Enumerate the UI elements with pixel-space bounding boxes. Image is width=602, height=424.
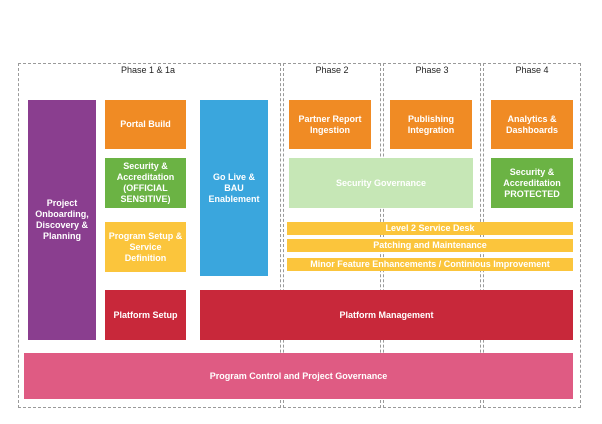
security-official-box: Security & Accreditation (OFFICIAL SENSI… [105, 158, 186, 208]
phase-3-header: Phase 3 [415, 65, 449, 75]
patching-bar: Patching and Maintenance [287, 239, 573, 252]
phase-divider-1b [283, 63, 284, 408]
go-live-box: Go Live & BAU Enablement [200, 100, 268, 276]
service-desk-bar: Level 2 Service Desk [287, 222, 573, 235]
onboarding-box: Project Onboarding, Discovery & Planning [28, 100, 96, 340]
phase-divider-2 [380, 63, 381, 408]
phase-2-header: Phase 2 [315, 65, 349, 75]
minor-features-bar: Minor Feature Enhancements / Continious … [287, 258, 573, 271]
publishing-box: Publishing Integration [390, 100, 472, 149]
program-setup-box: Program Setup & Service Definition [105, 222, 186, 272]
analytics-box: Analytics & Dashboards [491, 100, 573, 149]
phase-divider-3 [480, 63, 481, 408]
platform-setup-box: Platform Setup [105, 290, 186, 340]
phase-1-header: Phase 1 & 1a [120, 65, 176, 75]
partner-report-box: Partner Report Ingestion [289, 100, 371, 149]
diagram-frame [18, 63, 581, 408]
security-protected-box: Security & Accreditation PROTECTED [491, 158, 573, 208]
platform-management-box: Platform Management [200, 290, 573, 340]
phase-divider-2b [383, 63, 384, 408]
phase-4-header: Phase 4 [515, 65, 549, 75]
portal-build-box: Portal Build [105, 100, 186, 149]
program-control-box: Program Control and Project Governance [24, 353, 573, 399]
phase-divider-3b [483, 63, 484, 408]
security-governance-box: Security Governance [289, 158, 473, 208]
phase-divider-1 [280, 63, 281, 408]
